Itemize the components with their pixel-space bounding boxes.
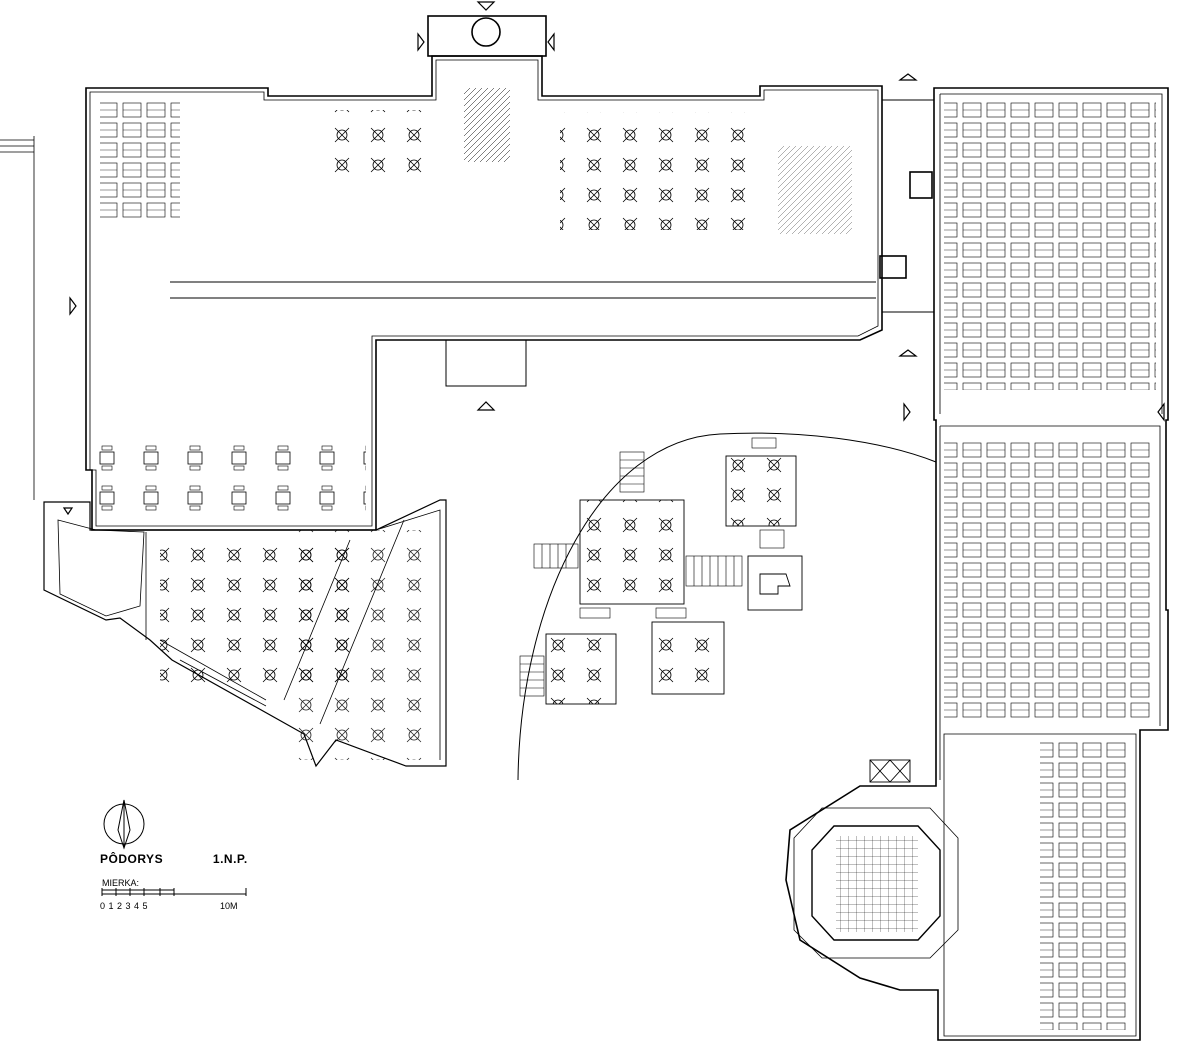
scale-label: MIERKA:: [102, 878, 140, 888]
north-arrow-icon: [103, 799, 145, 850]
plan-title-label: PÔDORYS: [100, 852, 164, 866]
entrance-markers: [62, 1, 1165, 516]
floor-label: 1.N.P.: [212, 852, 248, 866]
plan-title: PÔDORYS 1.N.P.: [100, 852, 248, 866]
scale-bar-drawing: [101, 888, 247, 896]
drawing-legend: PÔDORYS 1.N.P. MIERKA: 0 1 2 3 4 5 10M: [96, 798, 316, 928]
scale-end-label: 10M: [220, 901, 238, 911]
scale-ticks: 0 1 2 3 4 5: [100, 901, 149, 911]
